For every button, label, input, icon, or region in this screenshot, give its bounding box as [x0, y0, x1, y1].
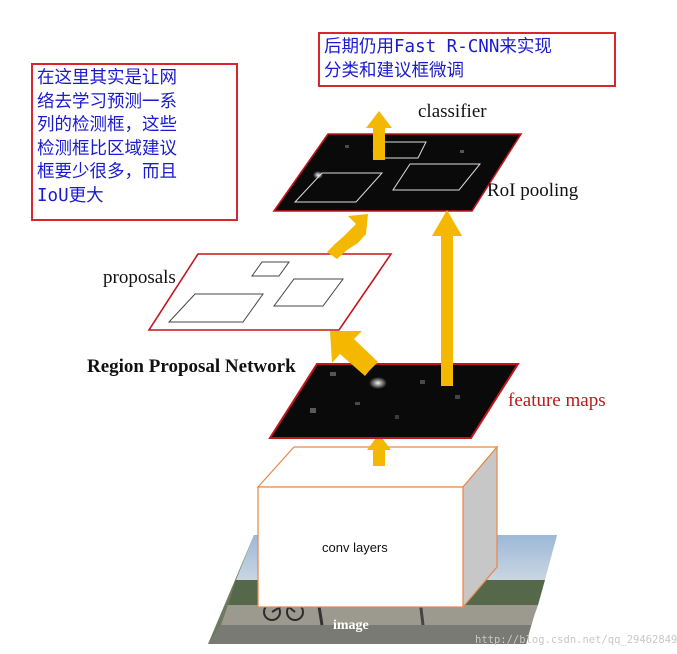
label-proposals: proposals	[103, 267, 176, 288]
label-classifier: classifier	[418, 101, 487, 122]
arrow-roi-to-classifier	[366, 111, 392, 160]
watermark-url: http://blog.csdn.net/qq_29462849	[475, 634, 677, 646]
annotation-top-note: 后期仍用Fast R-CNN来实现 分类和建议框微调	[318, 32, 616, 87]
label-roi-pooling: RoI pooling	[487, 180, 579, 201]
arrow-conv-to-features	[367, 434, 391, 466]
feature-maps-layer	[268, 363, 520, 439]
faster-rcnn-diagram: 在这里其实是让网 络去学习预测一系 列的检测框，这些 检测框比区域建议 框要少很…	[31, 32, 677, 646]
label-feature-maps: feature maps	[508, 390, 606, 411]
annotation-left-note: 在这里其实是让网 络去学习预测一系 列的检测框，这些 检测框比区域建议 框要少很…	[31, 63, 238, 221]
label-conv-layers: conv layers	[322, 540, 388, 555]
arrow-proposals-to-roi	[327, 214, 368, 259]
diagram-canvas	[147, 111, 557, 644]
conv-layers-box	[256, 445, 499, 609]
proposals-layer	[147, 253, 393, 331]
arrow-rpn-to-proposals	[330, 331, 378, 376]
roi-pooling-layer	[272, 133, 523, 212]
arrow-features-to-roi	[432, 210, 462, 386]
label-region-proposal-network: Region Proposal Network	[87, 356, 296, 377]
label-image: image	[333, 618, 369, 633]
